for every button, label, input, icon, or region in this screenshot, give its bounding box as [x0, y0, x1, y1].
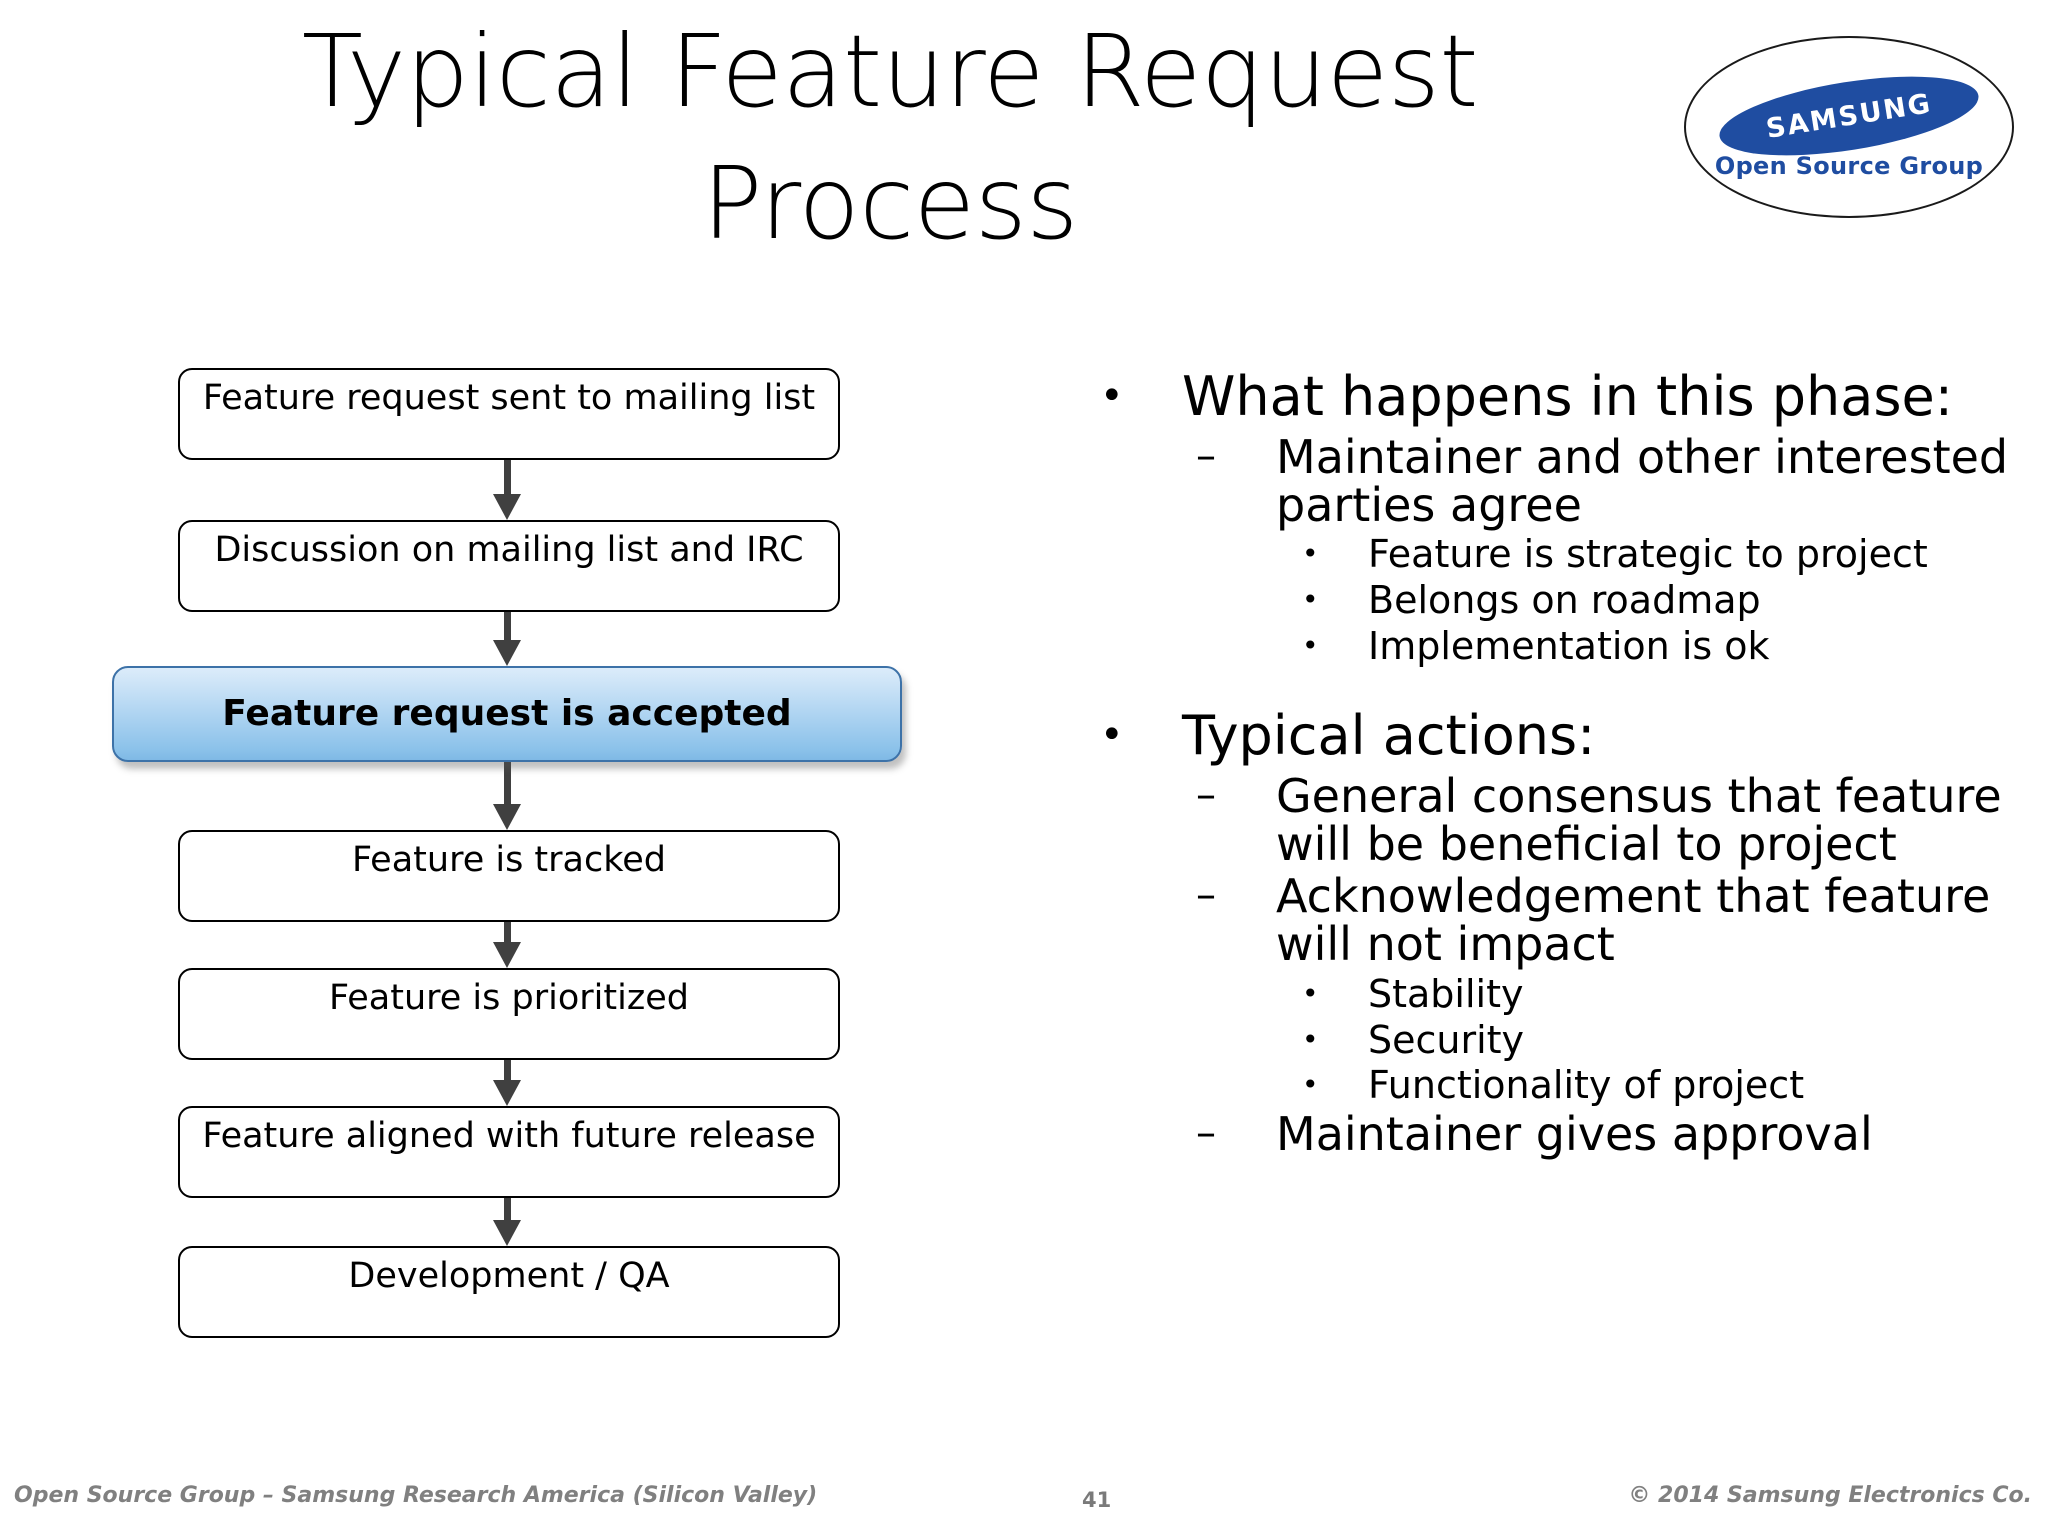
dot-bullet-icon: •	[1100, 711, 1124, 758]
flow-node-label: Discussion on mailing list and IRC	[214, 530, 804, 570]
dash-bullet-icon: –	[1196, 771, 1216, 818]
bullet-item-l3: • Implementation is ok	[1090, 624, 2030, 668]
arrow-shaft	[504, 1060, 511, 1086]
arrow-head-icon	[493, 640, 521, 666]
flow-node-1[interactable]: Discussion on mailing list and IRC	[178, 520, 840, 612]
arrow-head-icon	[493, 942, 521, 968]
bullet-item-l1: • What happens in this phase:	[1090, 365, 2030, 429]
bullet-text: Stability	[1368, 971, 1524, 1016]
footer-copyright: © 2014 Samsung Electronics Co.	[1628, 1483, 2032, 1508]
dash-bullet-icon: –	[1196, 432, 1216, 479]
footer-left-text: Open Source Group – Samsung Research Ame…	[14, 1483, 818, 1508]
arrow-head-icon	[493, 1080, 521, 1106]
bullet-list: •What happens in this phase:–Maintainer …	[1090, 365, 2030, 1162]
arrow-shaft	[504, 612, 511, 646]
flow-node-label: Feature request sent to mailing list	[202, 378, 816, 418]
flow-node-4[interactable]: Feature is prioritized	[178, 968, 840, 1060]
flow-node-label: Development / QA	[348, 1256, 670, 1296]
arrow-shaft	[504, 1198, 511, 1226]
logo-subtext: Open Source Group	[1714, 152, 1984, 180]
flow-arrow-4	[493, 1060, 521, 1106]
bullet-item-l3: • Security	[1090, 1017, 2030, 1062]
flow-node-label: Feature is tracked	[351, 840, 667, 880]
arrow-shaft	[504, 922, 511, 948]
dash-bullet-icon: –	[1196, 872, 1216, 919]
bullet-item-l3: • Belongs on roadmap	[1090, 578, 2030, 623]
flow-arrow-1	[493, 612, 521, 666]
dot-bullet-icon: •	[1302, 583, 1319, 617]
dot-bullet-icon: •	[1302, 976, 1319, 1010]
bullet-item-l3: • Feature is strategic to project	[1090, 532, 2030, 577]
flow-node-label: Feature is prioritized	[329, 978, 689, 1018]
flow-node-0[interactable]: Feature request sent to mailing list	[178, 368, 840, 460]
dot-bullet-icon: •	[1302, 1022, 1319, 1056]
slide-page-number: 41	[1082, 1488, 1112, 1512]
dot-bullet-icon: •	[1302, 537, 1319, 571]
bullet-item-l3: • Functionality of project	[1090, 1066, 2030, 1106]
bullet-item-l2: – Maintainer gives approval	[1090, 1107, 2030, 1162]
bullet-text: Feature is strategic to project	[1368, 532, 1928, 577]
bullet-text: General consensus that feature will be b…	[1276, 768, 2002, 871]
flow-node-label: Feature request is accepted	[222, 692, 792, 734]
flow-arrow-0	[493, 460, 521, 520]
bullet-text: What happens in this phase:	[1182, 365, 1953, 428]
flow-node-3[interactable]: Feature is tracked	[178, 830, 840, 922]
bullet-item-l2: – General consensus that feature will be …	[1090, 768, 2030, 871]
arrow-shaft	[504, 460, 511, 500]
bullet-text: Belongs on roadmap	[1368, 578, 1761, 623]
flow-node-label: Feature aligned with future release	[202, 1116, 816, 1156]
bullet-text: Functionality of project	[1368, 1063, 1805, 1108]
bullet-text: Acknowledgement that feature will not im…	[1276, 869, 1991, 972]
samsung-open-source-group-logo: SAMSUNG Open Source Group	[1684, 36, 2014, 218]
flow-arrow-3	[493, 922, 521, 968]
flow-arrow-2	[493, 762, 521, 830]
bullet-spacer	[1090, 667, 2030, 705]
dash-bullet-icon: –	[1196, 1110, 1216, 1157]
arrow-head-icon	[493, 1220, 521, 1246]
flow-node-5[interactable]: Feature aligned with future release	[178, 1106, 840, 1198]
arrow-head-icon	[493, 494, 521, 520]
bullet-item-l3: • Stability	[1090, 971, 2030, 1016]
dot-bullet-icon: •	[1302, 1068, 1319, 1102]
bullet-text: Security	[1368, 1017, 1525, 1062]
bullet-item-l1: • Typical actions:	[1090, 703, 2030, 768]
arrow-shaft	[504, 762, 511, 810]
page-title: Typical Feature Request Process	[301, 13, 1479, 262]
bullet-item-l2: – Acknowledgement that feature will not i…	[1090, 872, 2030, 969]
bullet-text: Implementation is ok	[1368, 624, 1770, 668]
bullet-text: Typical actions:	[1182, 703, 1596, 767]
arrow-head-icon	[493, 804, 521, 830]
dot-bullet-icon: •	[1100, 373, 1124, 419]
flow-node-2[interactable]: Feature request is accepted	[112, 666, 902, 762]
bullet-text: Maintainer gives approval	[1276, 1107, 1873, 1162]
dot-bullet-icon: •	[1302, 629, 1319, 662]
flow-arrow-5	[493, 1198, 521, 1246]
flow-node-6[interactable]: Development / QA	[178, 1246, 840, 1338]
bullet-text: Maintainer and other interested parties …	[1276, 429, 2009, 532]
bullet-item-l2: –Maintainer and other interested parties…	[1090, 433, 2030, 530]
